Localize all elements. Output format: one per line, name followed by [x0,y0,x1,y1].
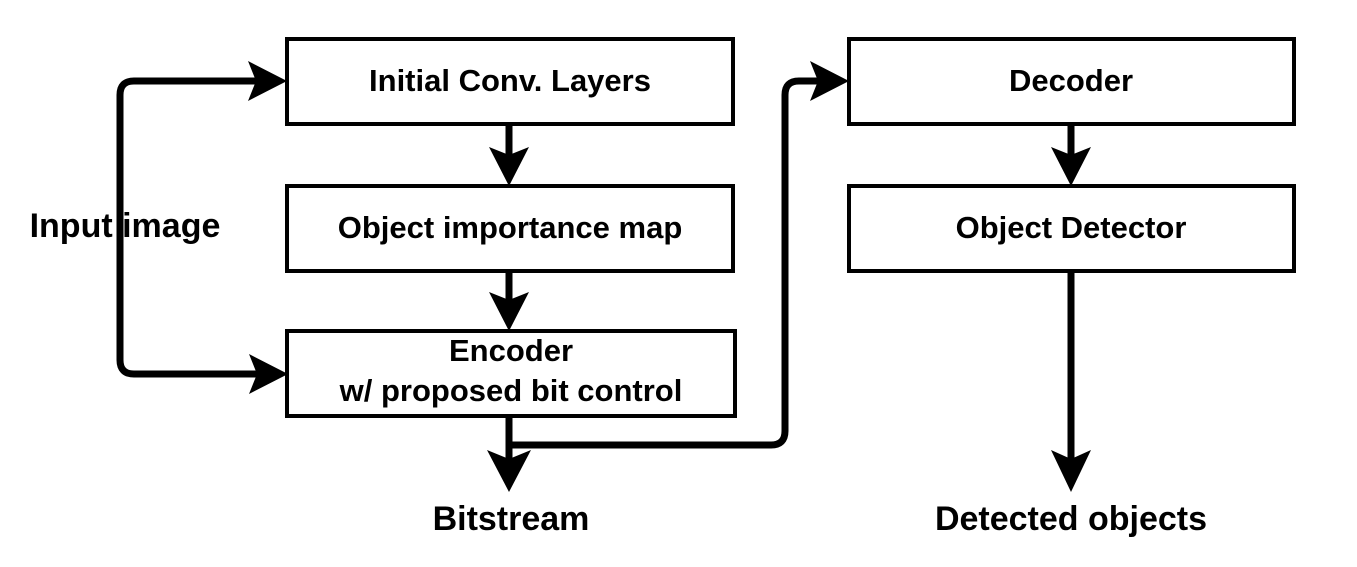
edge-input-to-encoder [116,205,288,394]
edge-encoder-to-bitstream [487,416,531,492]
label-detected-objects: Detected objects [935,500,1207,538]
node-object-detector[interactable]: Object Detector [847,184,1296,273]
node-label-object-importance-map: Object importance map [338,210,683,245]
node-label-object-detector: Object Detector [956,210,1187,245]
arrowhead-icon [248,61,287,101]
node-encoder[interactable]: Encoder w/ proposed bit control [285,329,737,418]
edge-input-to-initial-conv [116,61,287,250]
arrowhead-icon [487,450,531,492]
node-box-decoder[interactable] [847,37,1296,126]
label-input-image: Input image [30,207,221,245]
edge-object-detector-to-detected-objects [1051,271,1091,492]
node-object-importance-map[interactable]: Object importance map [285,184,735,273]
edge-decoder-to-object-detector [1051,124,1091,186]
arrowhead-icon [489,147,529,186]
node-label-initial-conv-layers: Initial Conv. Layers [369,63,651,98]
label-bitstream: Bitstream [433,500,590,538]
node-box-object-detector[interactable] [847,184,1296,273]
arrowhead-icon [249,354,288,394]
arrowhead-icon [1051,147,1091,186]
edge-encoder-to-decoder [509,61,849,449]
edge-initial-conv-to-importance-map [489,124,529,186]
node-box-object-importance-map[interactable] [285,184,735,273]
arrowhead-icon [1051,450,1091,492]
arrowhead-icon [489,292,529,331]
node-label-encoder-line2: w/ proposed bit control [339,373,683,408]
node-box-initial-conv-layers[interactable] [285,37,735,126]
node-label-decoder: Decoder [1009,63,1133,98]
arrowhead-icon [810,61,849,101]
node-box-encoder[interactable] [285,329,737,418]
node-label-encoder-line1: Encoder [449,333,573,368]
node-initial-conv-layers[interactable]: Initial Conv. Layers [285,37,735,126]
edge-importance-map-to-encoder [489,271,529,331]
node-decoder[interactable]: Decoder [847,37,1296,126]
